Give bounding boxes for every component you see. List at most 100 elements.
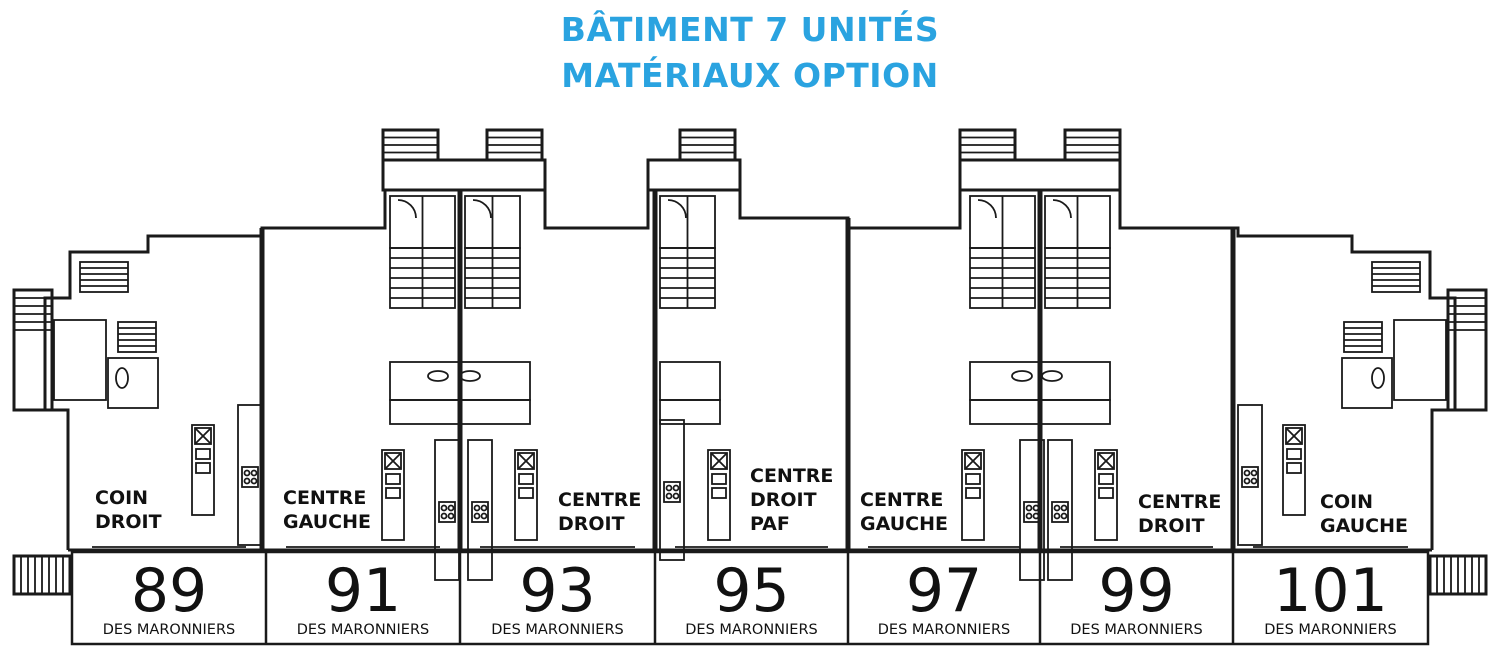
kitchen-island [1094,449,1118,541]
door-swing [1052,199,1072,219]
range [241,466,259,488]
sink [427,370,449,382]
door-swing [667,199,687,219]
appliance [1098,473,1114,485]
bathroom [53,319,107,401]
bathroom [1393,319,1447,401]
appliance [385,487,401,499]
address-band [70,550,1430,646]
unit-type-line: CENTRE [1138,491,1222,513]
unit-type-line: DROIT [750,489,817,511]
sink [1011,370,1033,382]
closet [389,399,531,425]
staircase [1371,261,1421,293]
kitchen-counter [237,404,263,546]
unit-type-line: CENTRE [558,489,642,511]
range [1051,501,1069,523]
sink [194,427,212,445]
unit-type-line: COIN [95,487,149,509]
sink [1285,427,1303,445]
unit-street: DES MARONNIERS [685,622,818,638]
title-line-1: BÂTIMENT 7 UNITÉS [560,10,940,49]
side-balcony [12,288,54,412]
balcony [381,158,547,192]
staircase [79,261,129,293]
title-line-2: MATÉRIAUX OPTION [561,56,939,95]
unit-street: DES MARONNIERS [296,622,430,638]
unit-type-line: DROIT [558,513,625,535]
kitchen-counter [467,439,493,581]
unit-type-line: CENTRE [750,465,834,487]
closet [659,399,721,425]
sink [1041,370,1063,382]
unit-street: DES MARONNIERS [1070,622,1203,638]
balcony [958,158,1122,192]
sink [1097,452,1115,470]
kitchen-counter [1019,439,1045,581]
unit-type-line: GAUCHE [860,513,948,535]
appliance [1098,487,1114,499]
appliance [195,448,211,460]
side-balcony [1446,288,1488,412]
unit-number: 95 [713,556,790,626]
unit-street: DES MARONNIERS [102,622,236,638]
kitchen-island [191,424,215,516]
bathroom [107,357,159,409]
unit-number: 97 [905,556,983,626]
bathroom [659,361,721,401]
unit-type-line: COIN [1320,491,1374,513]
kitchen-island [1282,424,1306,516]
unit-number: 101 [1273,556,1388,626]
unit-street: DES MARONNIERS [1264,622,1397,638]
unit-type-line: GAUCHE [1320,515,1408,537]
kitchen-counter [434,439,460,581]
kitchen-counter [1237,404,1263,546]
kitchen-island [381,449,405,541]
kitchen-island [707,449,731,541]
kitchen-island [514,449,538,541]
unit-number: 91 [324,556,402,626]
range [663,481,681,503]
appliance [518,487,534,499]
sink [517,452,535,470]
kitchen-island [961,449,985,541]
staircase [117,321,157,353]
kitchen-counter [659,419,685,561]
bathroom [1341,357,1393,409]
unit-type-line: DROIT [1138,515,1205,537]
appliance [965,473,981,485]
unit-number: 99 [1098,556,1175,626]
unit-number: 89 [130,556,208,626]
appliance [1286,448,1302,460]
toilet [115,367,129,389]
balcony [646,158,742,192]
appliance [965,487,981,499]
closet [969,399,1111,425]
outer-wall [43,188,1457,550]
appliance [385,473,401,485]
appliance [1286,462,1302,474]
unit-type-line: DROIT [95,511,162,533]
appliance [195,462,211,474]
sink [384,452,402,470]
sink [964,452,982,470]
unit-type-line: CENTRE [283,487,367,509]
door-swing [397,199,417,219]
unit-type-line: GAUCHE [283,511,371,533]
kitchen-counter [1047,439,1073,581]
toilet [1371,367,1385,389]
range [1023,501,1041,523]
staircase [1343,321,1383,353]
unit-type-line: CENTRE [860,489,944,511]
appliance [518,473,534,485]
unit-number: 93 [519,556,596,626]
sink [710,452,728,470]
